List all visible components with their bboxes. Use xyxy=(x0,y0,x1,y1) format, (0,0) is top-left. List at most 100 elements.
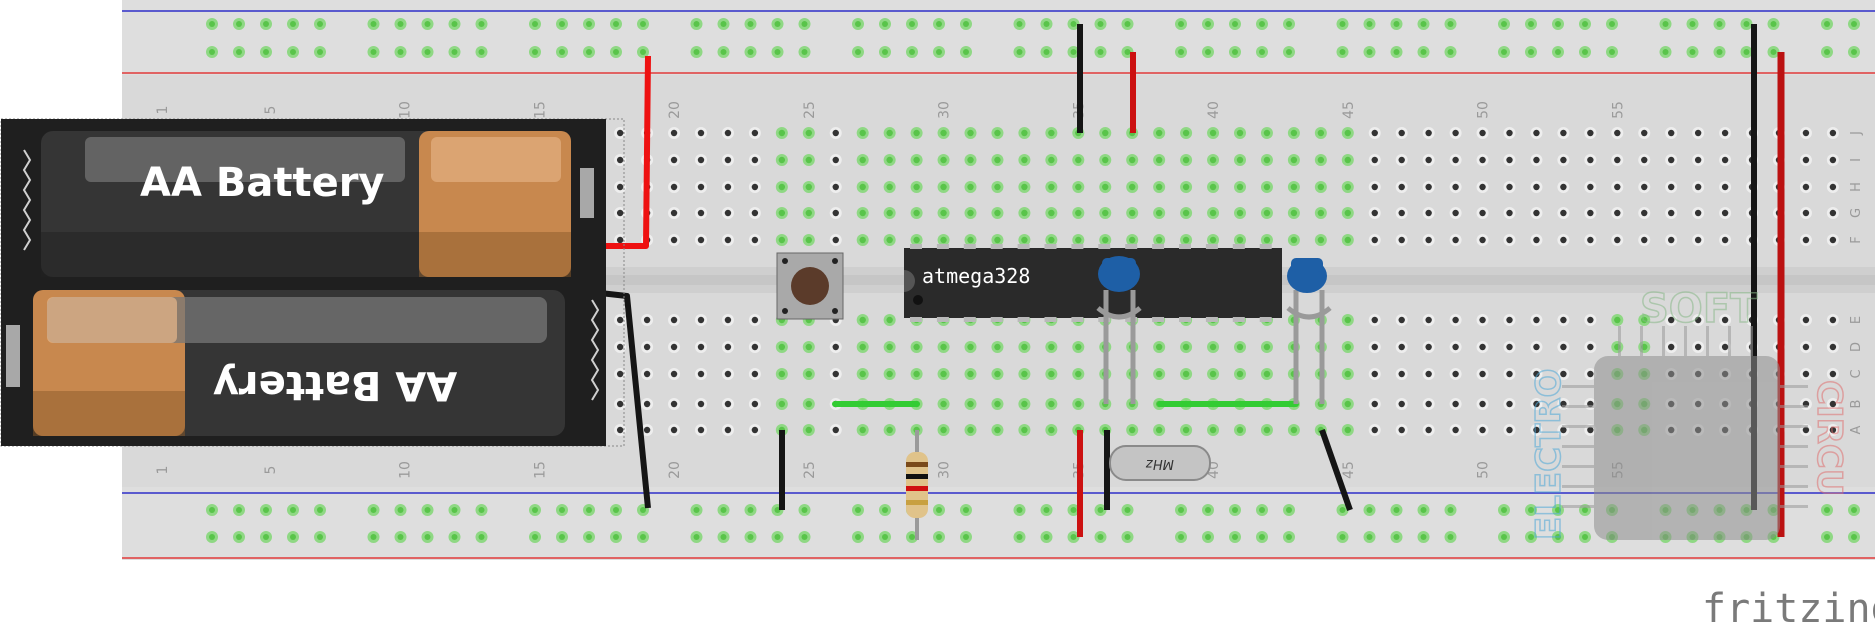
breadboard-hole xyxy=(1668,209,1675,217)
breadboard-hole xyxy=(697,236,705,244)
breadboard-hole xyxy=(805,236,812,244)
rail-hole xyxy=(1259,534,1265,540)
breadboard-hole xyxy=(1452,209,1459,217)
rail-hole xyxy=(1609,21,1615,27)
breadboard-hole xyxy=(697,400,705,408)
breadboard-hole xyxy=(1614,236,1621,244)
rail-hole xyxy=(1070,534,1077,540)
column-number: 30 xyxy=(937,101,953,119)
chip-pin xyxy=(990,317,1003,322)
breadboard-hole xyxy=(1371,426,1378,434)
breadboard-hole xyxy=(1694,343,1702,351)
rail-hole xyxy=(1016,534,1023,540)
breadboard-hole xyxy=(1182,129,1190,137)
breadboard-hole xyxy=(1236,426,1244,434)
breadboard-hole xyxy=(697,370,705,378)
rail-hole xyxy=(1339,507,1346,513)
breadboard-hole xyxy=(1506,236,1513,244)
breadboard-hole xyxy=(1668,343,1675,351)
breadboard-hole xyxy=(1668,129,1675,137)
rail-hole xyxy=(424,507,431,513)
logo-pin xyxy=(1780,445,1808,448)
fritzing-logo: fritzing xyxy=(1702,586,1875,632)
breadboard-hole xyxy=(1425,370,1432,378)
chip-pin xyxy=(1017,317,1030,322)
breadboard-hole xyxy=(1829,426,1837,434)
breadboard-hole xyxy=(1021,183,1028,191)
rail-hole xyxy=(1232,49,1238,55)
breadboard-hole xyxy=(1290,236,1298,244)
breadboard-hole xyxy=(994,400,1001,408)
breadboard-hole xyxy=(1344,209,1352,217)
breadboard-hole xyxy=(1802,156,1810,164)
breadboard-hole xyxy=(1048,426,1055,434)
rail-hole xyxy=(317,21,323,27)
rail-hole xyxy=(936,21,942,27)
sfe-logo: SOFT ELECTRO CIRCU xyxy=(1528,285,1850,541)
row-letter: F xyxy=(1849,236,1864,243)
rail-hole xyxy=(613,49,619,55)
chip-pin xyxy=(910,317,922,322)
rail-hole xyxy=(1205,507,1211,513)
rail-hole xyxy=(1070,49,1077,55)
chip-pin xyxy=(1205,317,1218,322)
breadboard-hole xyxy=(1048,400,1055,408)
chip-pin xyxy=(963,317,976,322)
rail-hole xyxy=(1178,21,1184,27)
rail-hole xyxy=(1124,49,1131,55)
breadboard-hole xyxy=(1102,209,1109,217)
breadboard-hole xyxy=(994,156,1001,164)
breadboard-hole xyxy=(1048,370,1055,378)
breadboard-hole xyxy=(940,426,947,434)
breadboard-hole xyxy=(859,316,866,324)
breadboard-hole xyxy=(1506,183,1513,191)
breadboard-hole xyxy=(913,209,920,217)
chip-pin xyxy=(1071,244,1084,249)
breadboard-hole xyxy=(1452,316,1459,324)
breadboard-hole xyxy=(994,343,1001,351)
rail-hole xyxy=(1339,534,1346,540)
breadboard-hole xyxy=(1129,209,1136,217)
rail-hole xyxy=(855,49,861,55)
breadboard-hole xyxy=(724,183,732,191)
breadboard-hole xyxy=(1425,183,1432,191)
breadboard-hole xyxy=(1263,236,1271,244)
breadboard-hole xyxy=(1829,400,1837,408)
breadboard-hole xyxy=(1641,316,1648,324)
breadboard-hole xyxy=(1021,236,1028,244)
rail-hole xyxy=(963,21,969,27)
rail-hole xyxy=(1205,534,1211,540)
breadboard-hole xyxy=(1182,426,1190,434)
breadboard-hole xyxy=(1344,316,1352,324)
row-letter: H xyxy=(1849,182,1864,192)
rail-hole xyxy=(1743,21,1750,27)
chip-pin xyxy=(936,244,949,249)
rail-hole xyxy=(909,534,915,540)
logo-pin xyxy=(1562,465,1594,468)
rail-hole xyxy=(1447,21,1454,27)
breadboard-hole xyxy=(1533,183,1540,191)
breadboard-hole xyxy=(1236,370,1244,378)
rail-hole xyxy=(774,21,781,27)
chip-label: atmega328 xyxy=(922,264,1030,288)
breadboard-hole xyxy=(1344,129,1352,137)
row-letter: G xyxy=(1849,208,1864,218)
rail-hole xyxy=(559,507,565,513)
breadboard-hole xyxy=(1155,129,1163,137)
column-number: 25 xyxy=(802,461,818,479)
breadboard-hole xyxy=(1452,426,1459,434)
breadboard-hole xyxy=(1129,426,1136,434)
breadboard-hole xyxy=(940,129,947,137)
breadboard-hole xyxy=(1694,316,1702,324)
breadboard-hole xyxy=(1236,129,1244,137)
breadboard-hole xyxy=(724,209,732,217)
logo-pin xyxy=(1780,485,1808,488)
breadboard-hole xyxy=(751,156,759,164)
breadboard-hole xyxy=(616,156,624,164)
breadboard-hole xyxy=(1236,209,1244,217)
rail-hole xyxy=(1043,49,1050,55)
breadboard-hole xyxy=(724,400,732,408)
breadboard-hole xyxy=(994,209,1001,217)
logo-pin xyxy=(1780,425,1808,428)
